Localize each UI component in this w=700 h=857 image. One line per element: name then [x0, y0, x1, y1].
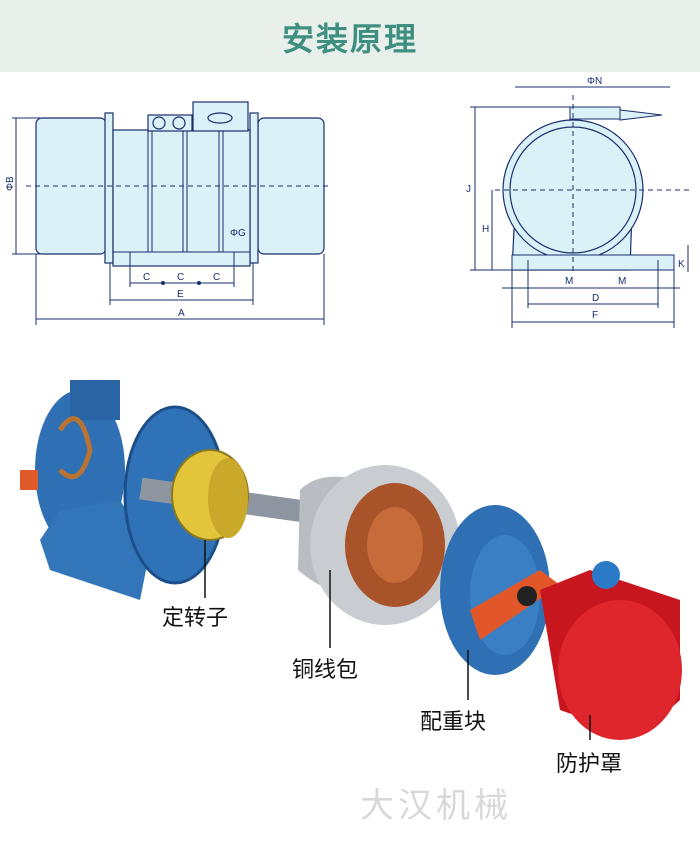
dim-c1: C — [143, 272, 150, 283]
dim-c2: C — [177, 272, 184, 283]
dim-m2: M — [618, 276, 626, 287]
page-title: 安装原理 — [281, 20, 418, 58]
dim-g: ΦG — [230, 228, 246, 239]
label-copper-coil: 铜线包 — [292, 658, 359, 683]
counterweight — [440, 505, 560, 675]
label-stator-rotor: 定转子 — [162, 606, 229, 631]
dim-b: ΦB — [5, 176, 16, 191]
protective-cover — [540, 561, 682, 740]
exploded-motor-illustration — [20, 380, 682, 740]
dim-d: D — [592, 293, 599, 304]
label-protective-cover: 防护罩 — [556, 752, 623, 777]
title-banner: 安装原理 — [0, 0, 700, 72]
dim-a: A — [178, 308, 185, 319]
front-view-diagram: ΦB C C C E A ΦG — [5, 101, 330, 325]
copper-coil — [298, 465, 460, 625]
dim-n: ΦN — [587, 76, 602, 87]
dim-e: E — [177, 289, 184, 300]
dim-h: H — [482, 224, 489, 235]
side-view-diagram: ΦN J H K M M D F — [466, 76, 690, 328]
stator-rotor — [171, 449, 249, 541]
dim-k: K — [678, 259, 685, 270]
dim-c3: C — [213, 272, 220, 283]
dim-j: J — [466, 184, 471, 195]
label-counterweight: 配重块 — [420, 710, 487, 735]
dim-m1: M — [565, 276, 573, 287]
dim-f: F — [592, 310, 598, 321]
watermark: 大汉机械 — [360, 786, 512, 826]
